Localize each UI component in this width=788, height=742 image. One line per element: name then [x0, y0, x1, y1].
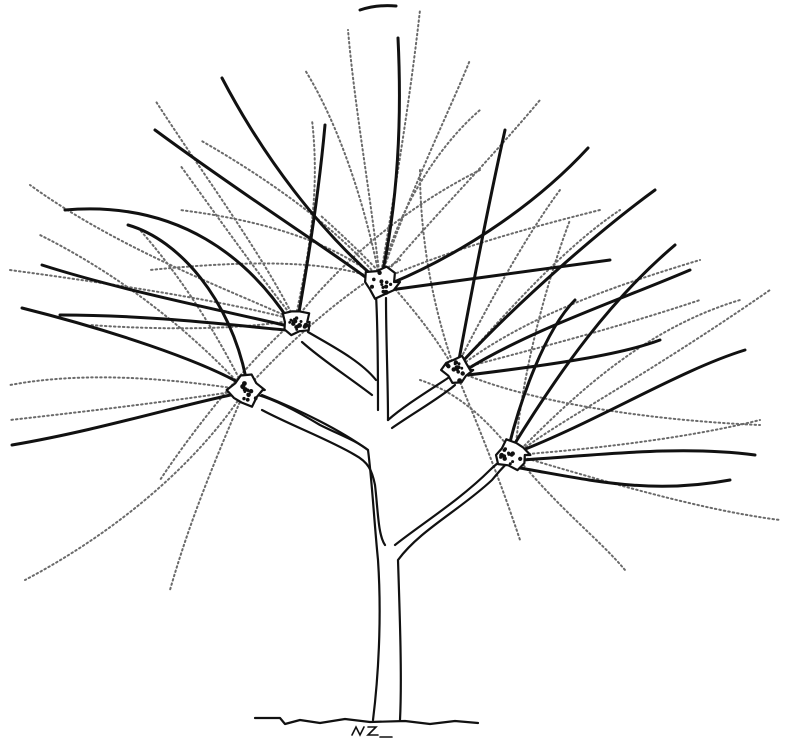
node-speckle — [454, 360, 458, 364]
node-speckle — [240, 384, 244, 388]
node-speckle — [304, 323, 309, 328]
top-mark — [360, 6, 396, 10]
node-speckle — [254, 396, 258, 400]
node-speckle — [295, 316, 298, 319]
node-speckle — [446, 364, 450, 368]
pruned-growth-dotted-lines — [10, 10, 780, 590]
node-speckle — [370, 285, 374, 289]
node-speckle — [372, 278, 376, 282]
node-speckle — [295, 328, 298, 331]
node-speckle — [377, 271, 381, 275]
node-speckle — [511, 460, 514, 463]
node-speckle — [499, 456, 502, 459]
node-speckle — [507, 452, 510, 455]
node-speckle — [384, 285, 388, 289]
node-speckle — [288, 321, 291, 324]
node-speckle — [461, 371, 465, 375]
node-speckle — [380, 283, 383, 286]
node-speckle — [296, 325, 300, 329]
node-speckle — [300, 320, 303, 323]
node-speckle — [385, 281, 389, 285]
node-speckle — [509, 462, 512, 465]
node-speckle — [382, 290, 386, 294]
node-speckle — [455, 368, 458, 371]
node-speckle — [460, 367, 463, 370]
node-speckle — [518, 457, 522, 461]
node-speckle — [380, 279, 384, 283]
node-speckle — [246, 393, 251, 398]
node-speckle — [381, 286, 384, 289]
node-speckle — [291, 320, 294, 323]
scaffold-node-upper-left — [283, 311, 310, 335]
node-speckle — [389, 283, 392, 286]
artist-signature — [352, 727, 392, 737]
node-speckle — [503, 449, 506, 452]
new-shoots-solid-lines — [12, 38, 755, 486]
scaffold-node-top — [365, 267, 400, 299]
node-speckle — [242, 397, 245, 400]
node-speckle — [457, 378, 462, 383]
node-speckle — [511, 451, 515, 455]
tree-trunk — [255, 295, 512, 724]
node-speckle — [246, 398, 250, 402]
